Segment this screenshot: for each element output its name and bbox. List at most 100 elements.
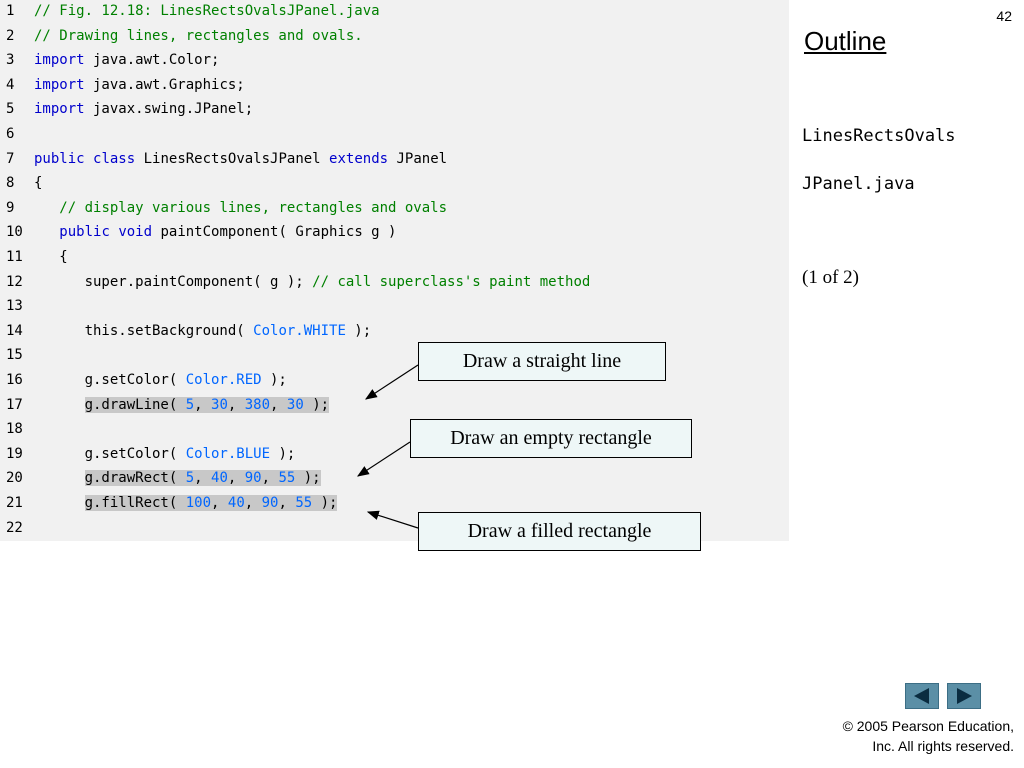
code-line: g.setColor( Color.BLUE ); [34,445,296,462]
code-token: 30 [286,396,304,413]
copyright-line2: Inc. All rights reserved. [872,738,1014,754]
code-token: Color.BLUE [185,445,271,462]
code-token: g.drawRect( [84,470,186,487]
file-name-line2: JPanel.java [802,174,915,194]
code-token: ); [303,396,330,413]
code-token: ); [261,372,287,388]
code-token: LinesRectsOvalsJPanel [135,150,330,167]
code-token: Color.WHITE [253,322,346,339]
code-token: // call superclass's paint method [312,273,591,290]
code-line: g.drawLine( 5, 30, 380, 30 ); [34,396,330,413]
callout-straight-line: Draw a straight line [418,342,666,381]
code-token: public [59,224,110,241]
line-number: 13 [6,298,23,315]
code-token: g.fillRect( [84,495,186,511]
file-name-line1: LinesRectsOvals [802,126,956,146]
code-token: import [34,52,85,69]
arrow-to-fillrect [366,510,419,529]
code-token: , [261,470,279,487]
code-line: super.paintComponent( g ); // call super… [34,273,591,290]
code-token: 380 [244,396,271,413]
code-token: ); [270,445,296,462]
code-line: import java.awt.Graphics; [34,77,245,93]
code-token: , [227,396,245,413]
code-token: 100 [185,495,212,511]
code-token: extends [329,150,389,167]
code-token: // Fig. 12.18: LinesRectsOvalsJPanel.jav… [34,3,380,19]
code-token: 55 [278,470,296,487]
code-line: // Fig. 12.18: LinesRectsOvalsJPanel.jav… [34,3,380,19]
line-number: 14 [6,322,23,339]
code-token: java.awt.Graphics; [84,76,245,93]
code-token: g.setColor( [34,372,186,388]
code-token: this.setBackground( [34,322,254,339]
slide-number: 42 [996,8,1012,24]
code-line: public class LinesRectsOvalsJPanel exten… [34,151,447,167]
prev-slide-button[interactable] [905,683,939,709]
code-token: , [211,495,228,511]
code-listing: 1 // Fig. 12.18: LinesRectsOvalsJPanel.ja… [0,0,789,541]
code-token: 40 [211,470,228,487]
line-number: 9 [6,199,15,216]
code-token: g.drawLine( [84,396,186,413]
line-number: 8 [6,175,15,192]
code-token: Color.RED [185,372,262,388]
code-token: , [227,470,245,487]
line-number: 10 [6,224,23,241]
code-token: , [194,470,212,487]
code-token: import [34,76,85,93]
code-token: import [34,101,85,118]
code-line: // Drawing lines, rectangles and ovals. [34,28,363,44]
code-token: ); [345,322,372,339]
next-slide-button[interactable] [947,683,981,709]
code-line: this.setBackground( Color.WHITE ); [34,322,372,339]
left-triangle-icon [914,688,929,704]
code-token: 90 [244,470,262,487]
code-line: import javax.swing.JPanel; [34,101,253,117]
line-number: 12 [6,273,23,290]
line-number: 19 [6,445,23,462]
copyright-notice: © 2005 Pearson Education, Inc. All right… [843,716,1014,756]
outline-link[interactable]: Outline [804,26,887,56]
code-token: super.paintComponent( g ); [34,273,313,290]
code-token: { [34,249,68,265]
code-token: ); [295,470,321,487]
code-token: class [93,150,136,167]
code-token: , [270,396,287,413]
copyright-line1: © 2005 Pearson Education, [842,718,1014,734]
code-token: ); [312,495,338,511]
line-number: 5 [6,101,15,118]
code-token: 5 [185,396,195,413]
line-number: 18 [6,421,23,438]
line-number: 3 [6,52,15,69]
line-number: 2 [6,27,15,44]
code-token: JPanel [388,150,448,167]
code-line: g.fillRect( 100, 40, 90, 55 ); [34,495,338,511]
code-line: g.drawRect( 5, 40, 90, 55 ); [34,470,321,487]
line-number: 16 [6,372,23,388]
code-token: 30 [211,396,228,413]
line-number: 17 [6,396,23,413]
line-number: 6 [6,126,15,142]
line-number: 7 [6,150,15,167]
code-token: { [34,175,43,192]
line-number: 21 [6,495,23,511]
right-triangle-icon [957,688,972,704]
code-token: 5 [185,470,195,487]
callout-empty-rectangle: Draw an empty rectangle [410,419,692,458]
page-indicator: (1 of 2) [802,267,859,288]
code-line: { [34,175,42,191]
code-token: public [34,150,85,167]
code-token: , [278,495,296,511]
line-number: 1 [6,3,15,19]
code-token: , [244,495,262,511]
code-line: { [34,249,68,265]
line-number: 11 [6,249,23,265]
line-number: 15 [6,347,23,364]
arrow-to-drawline [364,364,419,400]
code-token: 40 [227,495,245,511]
arrow-to-drawrect [356,441,411,477]
code-token: // Drawing lines, rectangles and ovals. [34,27,363,44]
callout-filled-rectangle: Draw a filled rectangle [418,512,701,551]
